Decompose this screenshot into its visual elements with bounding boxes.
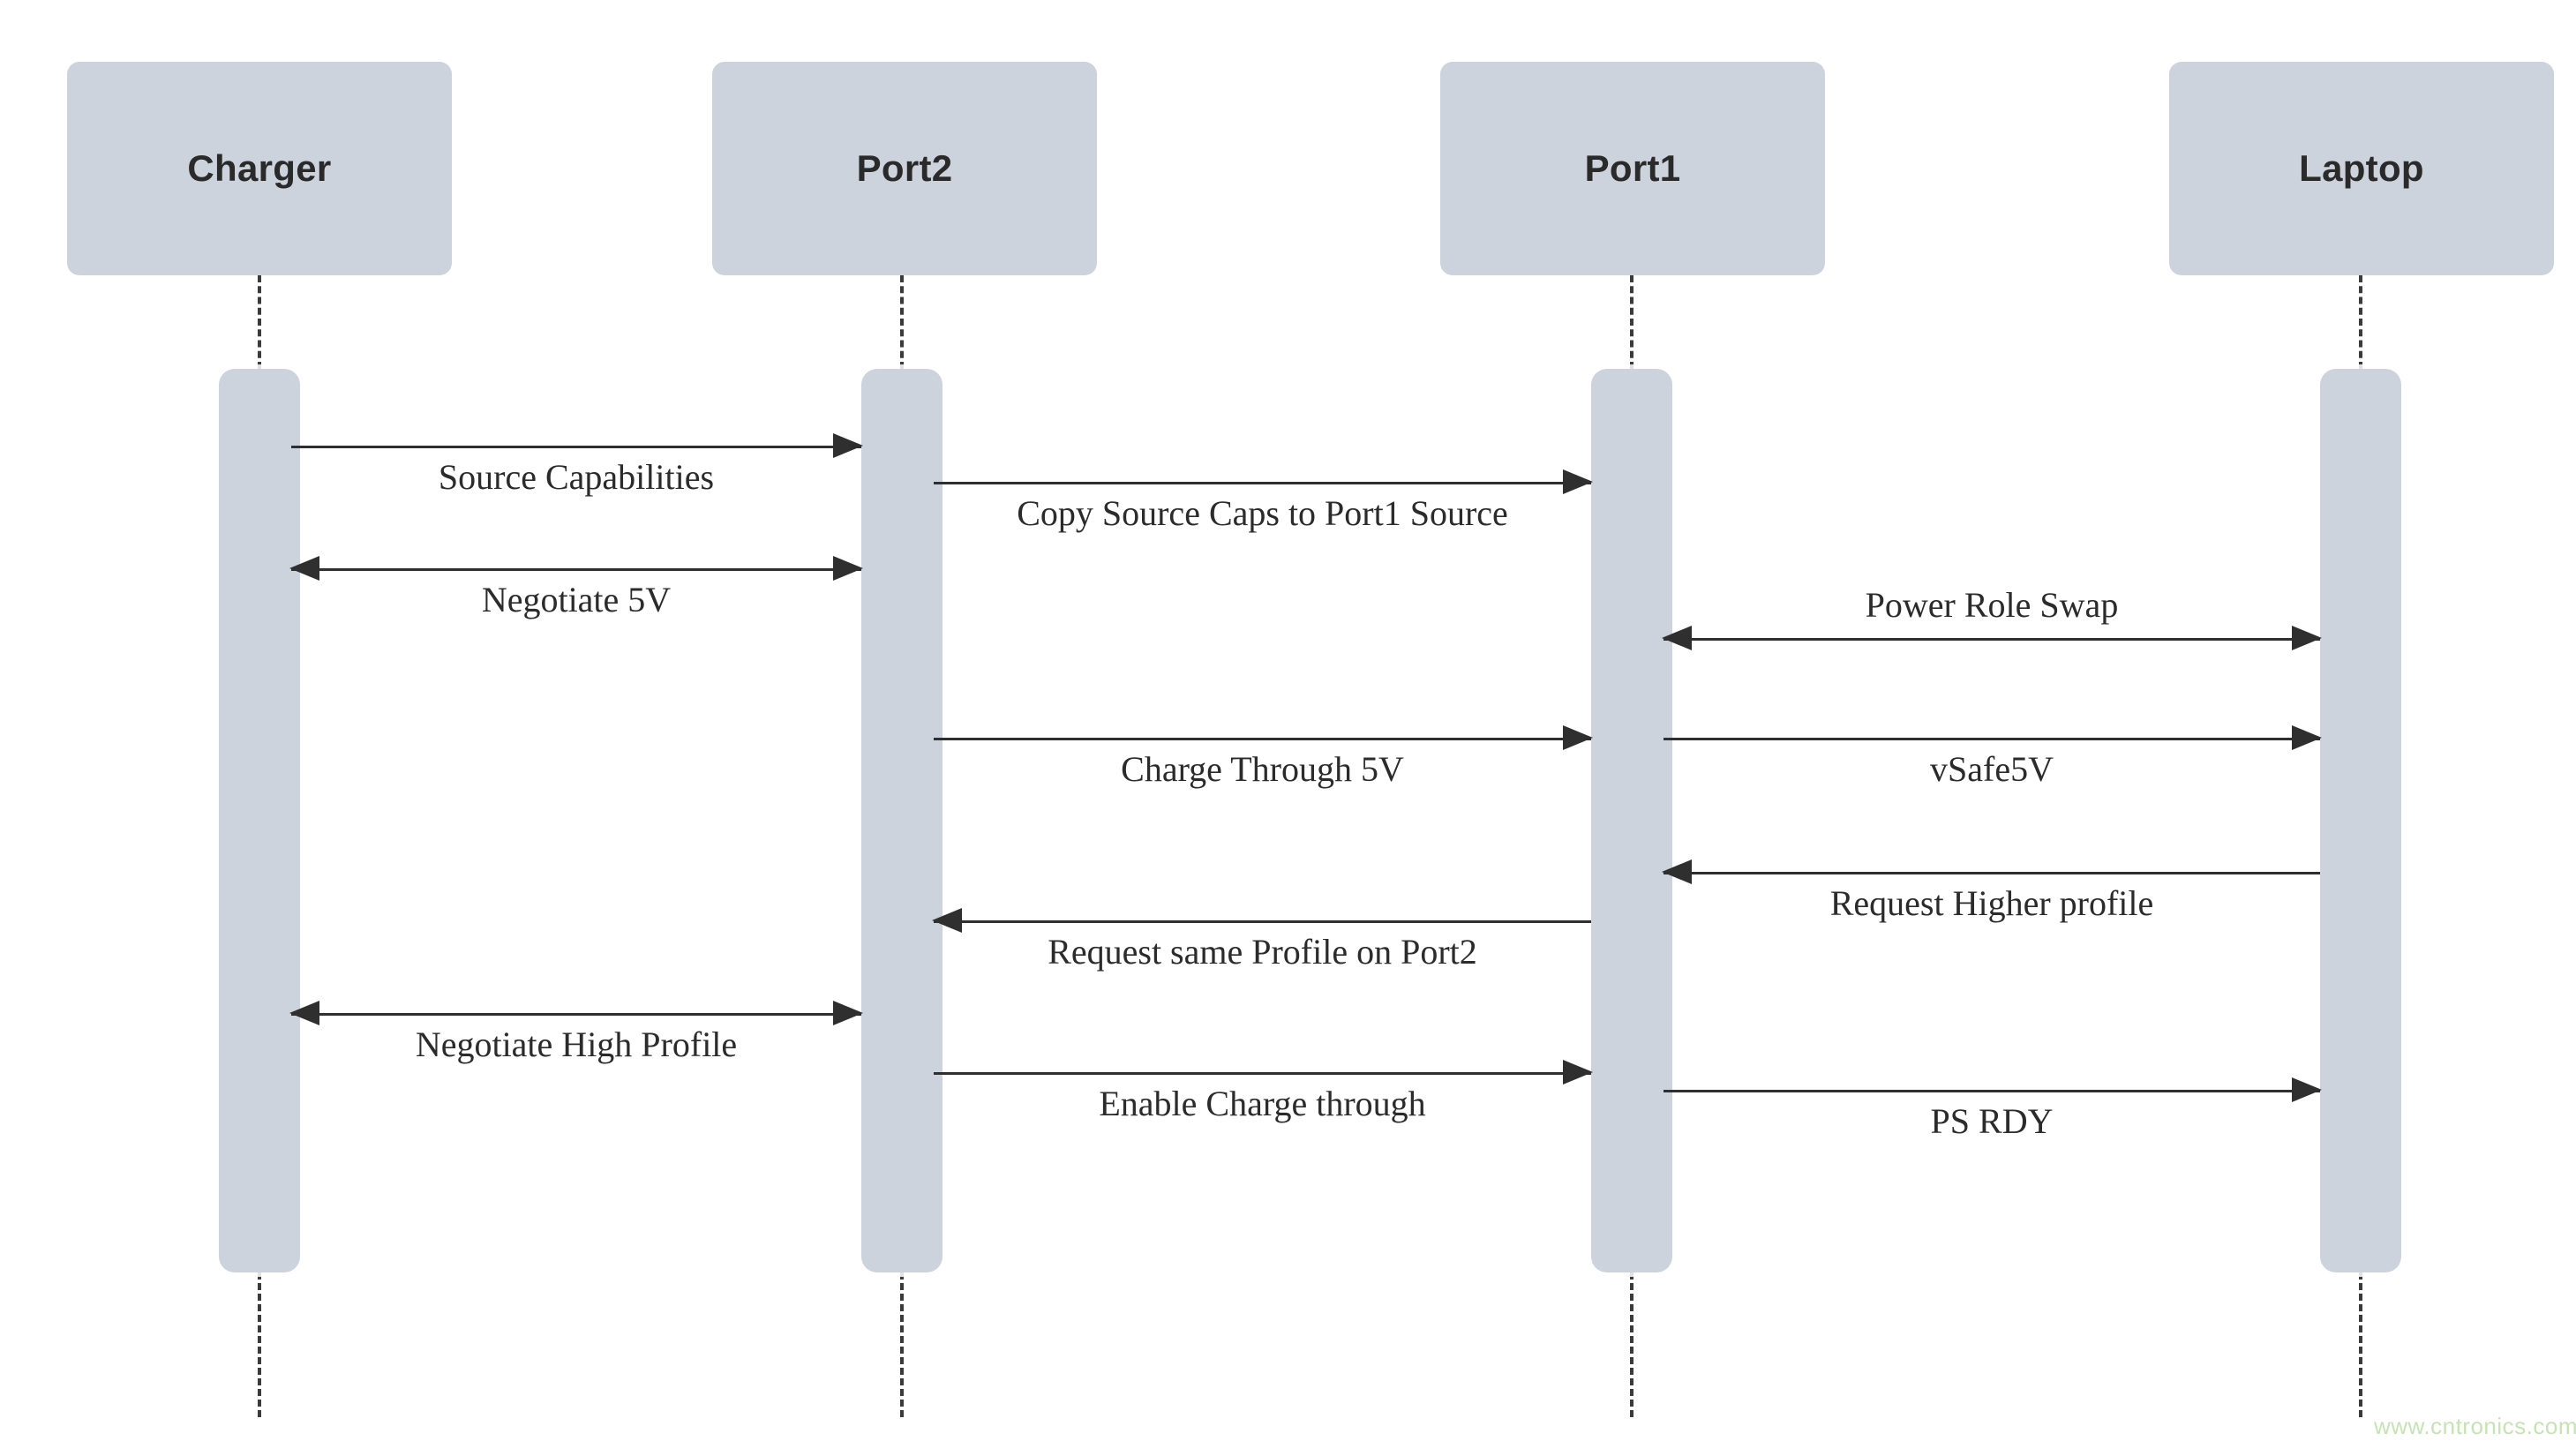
arrowhead-left-icon (289, 556, 319, 581)
arrowhead-right-icon (2292, 1077, 2322, 1102)
participant-box-port1[interactable]: Port1 (1440, 62, 1825, 275)
message-line (291, 446, 861, 448)
message-line (291, 1013, 861, 1016)
message-label-charge-through-5v: Charge Through 5V (1121, 749, 1404, 789)
arrowhead-right-icon (833, 433, 863, 458)
watermark: www.cntronics.com (2374, 1413, 2576, 1439)
activation-bar-port1 (1591, 369, 1672, 1272)
message-line (934, 1072, 1591, 1075)
arrowhead-right-icon (1563, 1060, 1593, 1084)
activation-bar-port2 (861, 369, 943, 1272)
message-label-ps-rdy: PS RDY (1930, 1101, 2054, 1141)
lifeline-laptop (2359, 1272, 2362, 1417)
lifeline-port1 (1630, 275, 1633, 369)
arrowhead-left-icon (1662, 859, 1692, 884)
message-line (934, 738, 1591, 740)
activation-bar-charger (219, 369, 300, 1272)
participant-box-port2[interactable]: Port2 (712, 62, 1097, 275)
lifeline-port2 (900, 275, 904, 369)
arrowhead-right-icon (833, 556, 863, 581)
message-label-request-higher-profile: Request Higher profile (1829, 883, 2154, 923)
message-line (1664, 738, 2320, 740)
participant-box-laptop[interactable]: Laptop (2169, 62, 2554, 275)
arrowhead-right-icon (2292, 626, 2322, 650)
message-label-negotiate-5v: Negotiate 5V (481, 580, 672, 619)
participant-label-charger: Charger (187, 147, 332, 189)
arrowhead-left-icon (289, 1001, 319, 1025)
lifeline-port1 (1630, 1272, 1633, 1417)
message-line (1664, 638, 2320, 641)
message-line (291, 568, 861, 571)
activation-bar-laptop (2320, 369, 2401, 1272)
participant-box-charger[interactable]: Charger (67, 62, 452, 275)
arrowhead-right-icon (2292, 725, 2322, 750)
arrowhead-right-icon (1563, 725, 1593, 750)
message-label-negotiate-high-profile: Negotiate High Profile (415, 1024, 738, 1064)
lifeline-port2 (900, 1272, 904, 1417)
arrowhead-right-icon (1563, 469, 1593, 494)
message-label-copy-source-caps: Copy Source Caps to Port1 Source (1017, 493, 1508, 533)
message-label-request-same-profile-on-port2: Request same Profile on Port2 (1048, 932, 1477, 972)
participant-label-port2: Port2 (856, 147, 953, 189)
arrowhead-left-icon (932, 908, 962, 933)
lifeline-charger (258, 1272, 261, 1417)
arrowhead-right-icon (833, 1001, 863, 1025)
message-label-vsafe5v: vSafe5V (1930, 749, 2054, 789)
message-line (1664, 872, 2320, 874)
message-label-enable-charge-through: Enable Charge through (1099, 1084, 1426, 1123)
arrowhead-left-icon (1662, 626, 1692, 650)
message-line (934, 482, 1591, 484)
message-label-source-capabilities: Source Capabilities (438, 457, 715, 497)
message-line (1664, 1090, 2320, 1092)
participant-label-laptop: Laptop (2299, 147, 2424, 189)
message-label-power-role-swap: Power Role Swap (1865, 585, 2119, 625)
lifeline-charger (258, 275, 261, 369)
message-line (934, 920, 1591, 923)
lifeline-laptop (2359, 275, 2362, 369)
participant-label-port1: Port1 (1584, 147, 1681, 189)
